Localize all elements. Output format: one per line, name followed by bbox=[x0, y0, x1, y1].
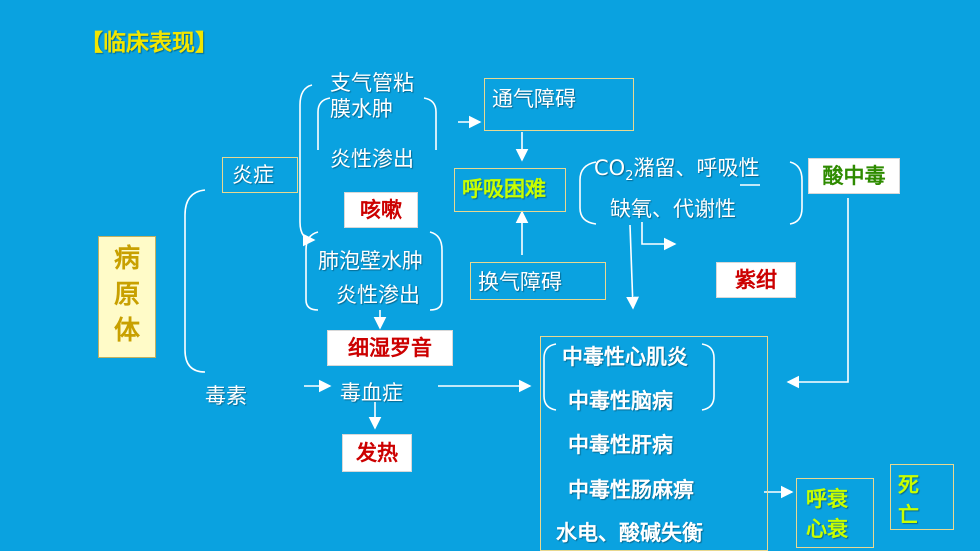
acidosis-label: 酸中毒 bbox=[822, 164, 886, 188]
failure-line-1: 呼衰 bbox=[806, 487, 848, 511]
complication-item: 中毒性心肌炎 bbox=[562, 345, 688, 369]
toxin-label: 毒素 bbox=[205, 384, 247, 408]
bronchial-line-3: 炎性渗出 bbox=[330, 147, 414, 171]
cyanosis-label: 紫绀 bbox=[735, 268, 777, 292]
death-line-1: 死 bbox=[898, 473, 919, 497]
gas-exchange-label: 换气障碍 bbox=[478, 270, 562, 294]
pathogen-char-3: 体 bbox=[113, 316, 140, 346]
rales-label: 细湿罗音 bbox=[348, 336, 432, 360]
dyspnea-label: 呼吸困难 bbox=[462, 177, 546, 201]
complication-item: 水电、酸碱失衡 bbox=[556, 521, 703, 545]
co2-line-1: CO2潴留、呼吸性 bbox=[594, 155, 759, 190]
cough-box: 咳嗽 bbox=[344, 192, 418, 228]
alveolar-line-2: 炎性渗出 bbox=[336, 283, 420, 307]
death-box bbox=[890, 464, 954, 530]
gas-exchange-box bbox=[470, 262, 606, 300]
complication-item: 中毒性肝病 bbox=[568, 433, 673, 457]
cough-label: 咳嗽 bbox=[360, 198, 402, 222]
failure-box bbox=[796, 478, 874, 548]
rales-box: 细湿罗音 bbox=[327, 330, 453, 366]
pathogen-char-2: 原 bbox=[113, 280, 140, 310]
toxemia-label: 毒血症 bbox=[340, 381, 403, 405]
co2-prefix: CO bbox=[594, 156, 626, 180]
page-title: 【临床表现】 bbox=[80, 30, 218, 56]
cyanosis-box: 紫绀 bbox=[716, 262, 796, 298]
acidosis-box: 酸中毒 bbox=[808, 158, 900, 194]
dyspnea-box bbox=[454, 168, 566, 212]
ventilation-box bbox=[484, 78, 634, 131]
co2-line-2: 缺氧、代谢性 bbox=[610, 197, 736, 221]
death-line-2: 亡 bbox=[898, 503, 919, 527]
ventilation-label: 通气障碍 bbox=[492, 87, 576, 111]
pathogen-char-1: 病 bbox=[113, 244, 140, 274]
failure-line-2: 心衰 bbox=[806, 517, 848, 541]
pathogen-box: 病 原 体 bbox=[98, 236, 156, 358]
fever-label: 发热 bbox=[356, 441, 398, 465]
complication-item: 中毒性肠麻痹 bbox=[568, 478, 694, 502]
bronchial-line-1: 支气管粘 bbox=[330, 71, 414, 95]
fever-box: 发热 bbox=[342, 434, 412, 472]
alveolar-line-1: 肺泡壁水肿 bbox=[318, 249, 423, 273]
co2-subscript: 2 bbox=[625, 169, 634, 185]
complication-item: 中毒性脑病 bbox=[568, 389, 673, 413]
inflammation-label: 炎症 bbox=[232, 163, 274, 187]
co2-rest: 潴留、呼吸性 bbox=[633, 156, 760, 180]
inflammation-box bbox=[222, 157, 298, 193]
bronchial-line-2: 膜水肿 bbox=[330, 97, 393, 121]
